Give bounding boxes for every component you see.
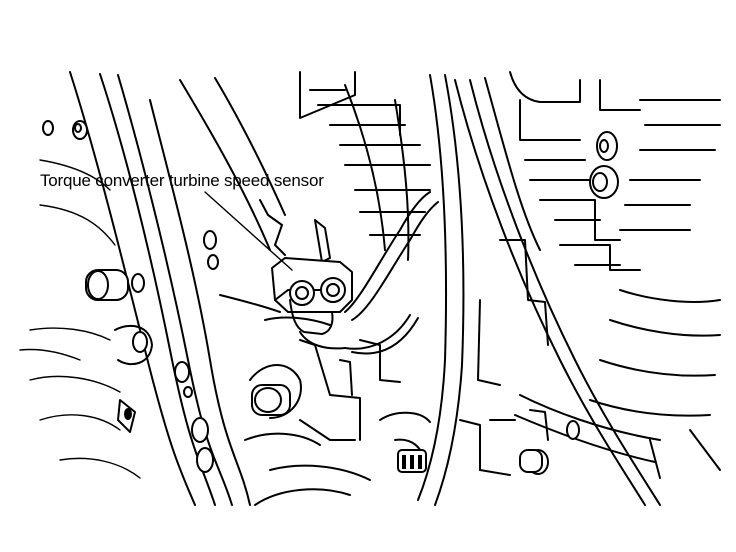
left-housing-bolts (42, 120, 219, 473)
right-housing (477, 71, 721, 479)
callout-leader-line (204, 191, 293, 271)
turbine-speed-sensor (271, 191, 439, 355)
lower-housing (244, 316, 516, 506)
sensor-callout-label: Torque converter turbine speed sensor (40, 171, 324, 190)
cable-tubes (417, 74, 661, 506)
center-housing (179, 71, 431, 313)
